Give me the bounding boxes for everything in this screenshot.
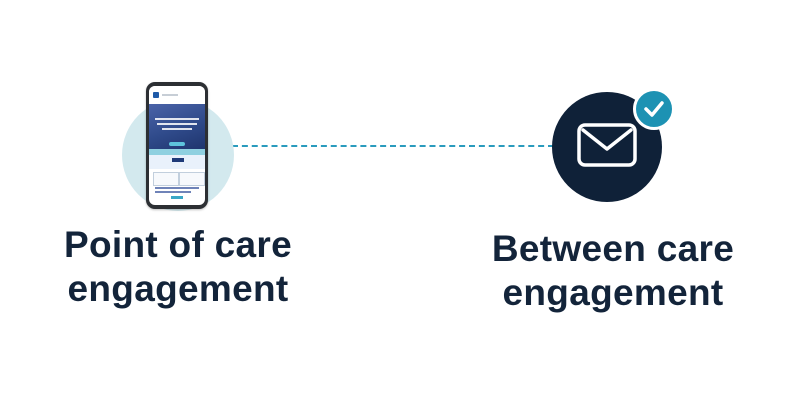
phone-screen-header bbox=[149, 86, 205, 104]
envelope-icon bbox=[577, 123, 637, 167]
between-care-label: Between care engagement bbox=[463, 227, 763, 315]
smartphone-icon bbox=[146, 82, 208, 209]
phone-screen bbox=[149, 86, 205, 205]
checkmark-icon bbox=[644, 101, 664, 117]
label-line: engagement bbox=[67, 268, 289, 309]
phone-screen-stat bbox=[149, 155, 205, 169]
point-of-care-label: Point of care engagement bbox=[40, 223, 316, 311]
label-line: Between care bbox=[491, 228, 735, 269]
check-badge bbox=[633, 88, 675, 130]
label-line: Point of care bbox=[64, 224, 292, 265]
phone-screen-hero bbox=[149, 104, 205, 149]
label-line: engagement bbox=[502, 272, 724, 313]
app-logo-icon bbox=[153, 92, 159, 98]
dashed-connector-line bbox=[232, 145, 554, 147]
